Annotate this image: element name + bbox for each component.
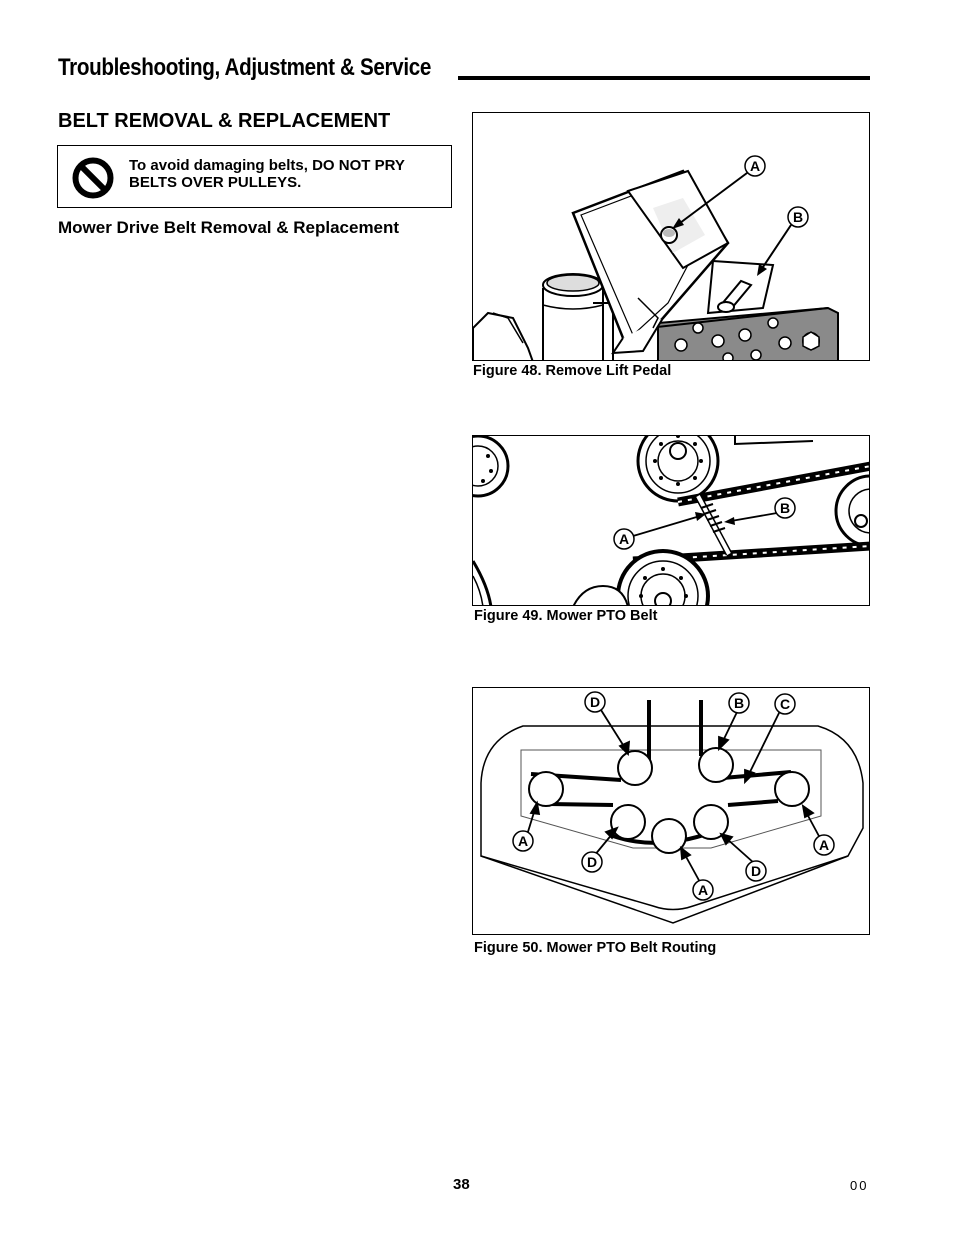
- fig50-label-d-left: D: [587, 854, 597, 870]
- warning-text: To avoid damaging belts, DO NOT PRY BELT…: [129, 157, 405, 191]
- figure-50-belt-routing: D B C A A D D A: [472, 687, 870, 935]
- fig49-label-a: A: [619, 531, 629, 547]
- page-header: Troubleshooting, Adjustment & Service: [58, 54, 870, 82]
- section-title: BELT REMOVAL & REPLACEMENT: [58, 110, 391, 132]
- header-rule: [458, 76, 870, 80]
- document-code: 00: [850, 1178, 869, 1193]
- belt-routing-diagram: D B C A A D D A: [480, 691, 864, 924]
- fig50-label-b: B: [734, 695, 744, 711]
- pto-belt-illustration: A B: [473, 436, 869, 605]
- fig50-label-a-left: A: [518, 833, 528, 849]
- no-symbol-icon: [72, 157, 114, 199]
- figure-50-caption: Figure 50. Mower PTO Belt Routing: [474, 940, 717, 956]
- fig50-label-c: C: [780, 696, 790, 712]
- fig50-label-d-right: D: [751, 863, 761, 879]
- fig48-label-a: A: [750, 158, 760, 174]
- page-number: 38: [453, 1176, 470, 1193]
- subsection-title: Mower Drive Belt Removal & Replacement: [58, 218, 400, 237]
- figure-49-pto-belt: A B: [472, 435, 870, 606]
- fig50-label-a-bottom: A: [698, 882, 708, 898]
- fig48-label-b: B: [793, 209, 803, 225]
- lift-pedal-illustration: A B: [473, 155, 839, 360]
- fig50-label-d-top: D: [590, 694, 600, 710]
- header-title: Troubleshooting, Adjustment & Service: [58, 54, 431, 81]
- figure-48-caption: Figure 48. Remove Lift Pedal: [473, 363, 672, 379]
- figure-48-lift-pedal: A B: [472, 112, 870, 361]
- warning-box: To avoid damaging belts, DO NOT PRY BELT…: [57, 145, 452, 208]
- fig49-label-b: B: [780, 500, 790, 516]
- figure-49-caption: Figure 49. Mower PTO Belt: [474, 608, 658, 624]
- fig50-label-a-right: A: [819, 837, 829, 853]
